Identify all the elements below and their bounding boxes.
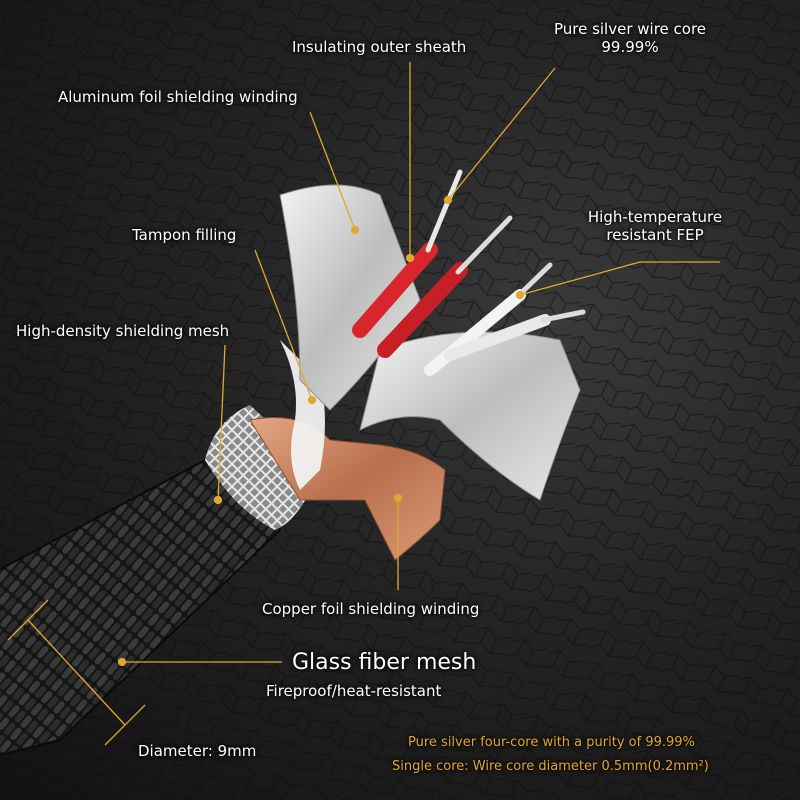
dot-mesh bbox=[213, 495, 223, 505]
label-fireproof: Fireproof/heat-resistant bbox=[266, 682, 442, 700]
label-fep-line2: resistant FEP bbox=[606, 226, 704, 244]
dot-copper bbox=[393, 493, 403, 503]
label-pure-silver-core: Pure silver wire core 99.99% bbox=[525, 20, 735, 56]
label-glass-fiber-mesh: Glass fiber mesh bbox=[292, 650, 477, 675]
label-tampon-filling: Tampon filling bbox=[132, 226, 237, 244]
note-single-core: Single core: Wire core diameter 0.5mm(0.… bbox=[392, 759, 709, 774]
label-insulating-outer-sheath: Insulating outer sheath bbox=[292, 38, 467, 56]
silver-wire-3 bbox=[515, 262, 553, 299]
leader-aluminum-foil bbox=[309, 111, 356, 231]
label-fep-line1: High-temperature bbox=[587, 208, 723, 226]
red-core-1 bbox=[352, 242, 438, 338]
fep-sleeve-2 bbox=[444, 314, 551, 361]
leader-mesh bbox=[217, 344, 226, 501]
red-core-2 bbox=[377, 262, 468, 358]
silver-wire-2 bbox=[455, 215, 513, 275]
diameter-measure-line bbox=[27, 619, 126, 726]
dot-pure-silver bbox=[443, 195, 453, 205]
silver-wire-4 bbox=[540, 309, 586, 323]
label-high-density-mesh: High-density shielding mesh bbox=[16, 322, 230, 340]
label-pure-silver-line2: 99.99% bbox=[601, 38, 659, 56]
leader-tampon bbox=[254, 249, 313, 401]
silver-wire-1 bbox=[425, 169, 463, 253]
leader-pure-silver bbox=[447, 67, 556, 201]
label-pure-silver-line1: Pure silver wire core bbox=[553, 20, 707, 38]
dot-aluminum-foil bbox=[350, 225, 360, 235]
label-aluminum-foil: Aluminum foil shielding winding bbox=[58, 88, 298, 106]
aluminum-foil-left bbox=[279, 184, 421, 411]
dot-glass-fiber bbox=[117, 657, 127, 667]
dot-tampon bbox=[307, 395, 317, 405]
dot-fep bbox=[515, 290, 525, 300]
label-copper-foil: Copper foil shielding winding bbox=[262, 600, 480, 618]
note-purity: Pure silver four-core with a purity of 9… bbox=[408, 735, 695, 750]
dot-outer-sheath bbox=[405, 253, 415, 263]
shielding-mesh bbox=[205, 405, 320, 530]
label-diameter: Diameter: 9mm bbox=[138, 742, 257, 760]
label-high-temp-fep: High-temperature resistant FEP bbox=[560, 208, 750, 244]
leader-fep bbox=[519, 261, 720, 296]
